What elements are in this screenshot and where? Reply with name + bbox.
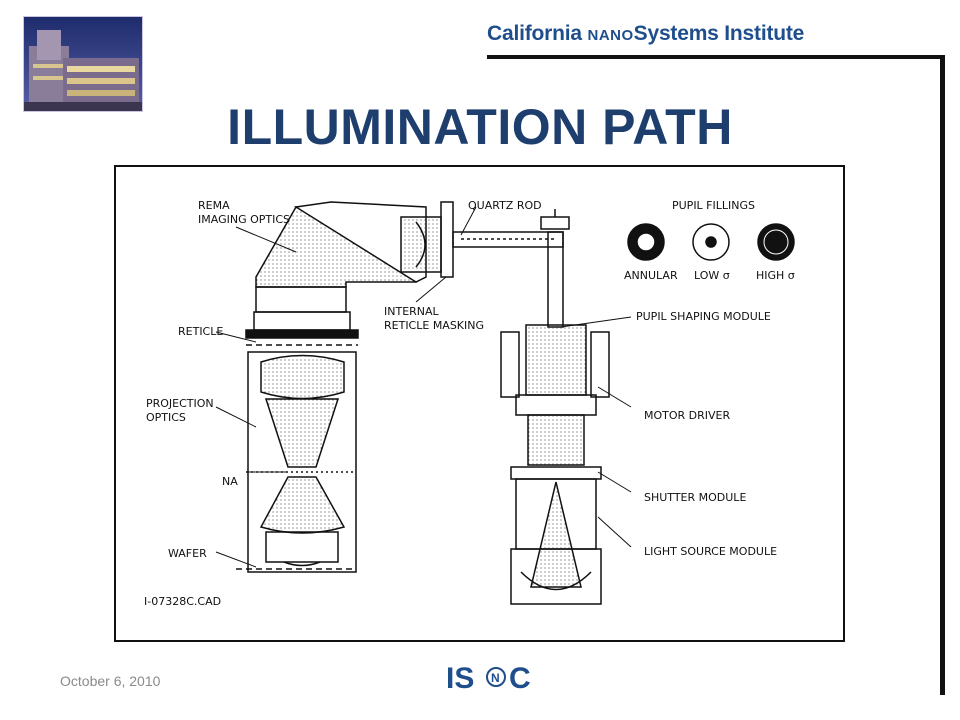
header-rule: [487, 55, 945, 59]
label-imaging-optics: IMAGING OPTICS: [198, 213, 290, 226]
isnc-logo: IS N C: [446, 662, 531, 694]
brand-main: California: [487, 22, 588, 45]
label-pupil-shaping-module: PUPIL SHAPING MODULE: [636, 310, 771, 323]
right-rule: [940, 55, 945, 695]
label-low-sigma: LOW σ: [694, 269, 730, 282]
label-file-id: I-07328C.CAD: [144, 595, 221, 608]
diagram-canvas: REMA IMAGING OPTICS QUARTZ ROD PUPIL FIL…: [144, 199, 795, 608]
svg-text:N: N: [491, 671, 500, 685]
svg-text:IS: IS: [446, 662, 474, 694]
reticle-assembly: [245, 286, 359, 346]
pupil-shaping-module: [500, 324, 610, 480]
light-source-module: [510, 478, 602, 605]
slide-date: October 6, 2010: [60, 673, 161, 689]
quartz-rod: [452, 209, 570, 328]
label-motor-driver: MOTOR DRIVER: [644, 409, 730, 422]
label-reticle-masking: RETICLE MASKING: [384, 319, 484, 332]
label-reticle: RETICLE: [178, 325, 223, 338]
pupil-fillings: [627, 223, 795, 261]
label-wafer: WAFER: [168, 547, 207, 560]
leader-lines: [215, 206, 632, 568]
cnsi-building-photo: [23, 16, 143, 112]
projection-optics: [236, 351, 357, 573]
slide-title: ILLUMINATION PATH: [227, 99, 733, 155]
svg-text:C: C: [509, 662, 531, 694]
rema-imaging-optics: [255, 201, 454, 288]
brand-rest: Systems Institute: [633, 22, 805, 45]
brand-nano: NANO: [587, 27, 634, 44]
label-quartz-rod: QUARTZ ROD: [468, 199, 542, 212]
label-annular: ANNULAR: [624, 269, 678, 282]
illumination-path-diagram: REMA IMAGING OPTICS QUARTZ ROD PUPIL FIL…: [114, 165, 845, 642]
label-pupil-fillings: PUPIL FILLINGS: [672, 199, 755, 212]
label-shutter-module: SHUTTER MODULE: [644, 491, 746, 504]
label-high-sigma: HIGH σ: [756, 269, 795, 282]
label-rema: REMA: [198, 199, 230, 212]
label-light-source-module: LIGHT SOURCE MODULE: [644, 545, 777, 558]
label-internal: INTERNAL: [384, 305, 440, 318]
label-na: NA: [222, 475, 238, 488]
label-projection: PROJECTION: [146, 397, 214, 410]
institute-brand: California NANOSystems Institute: [487, 22, 804, 46]
label-optics: OPTICS: [146, 411, 186, 424]
